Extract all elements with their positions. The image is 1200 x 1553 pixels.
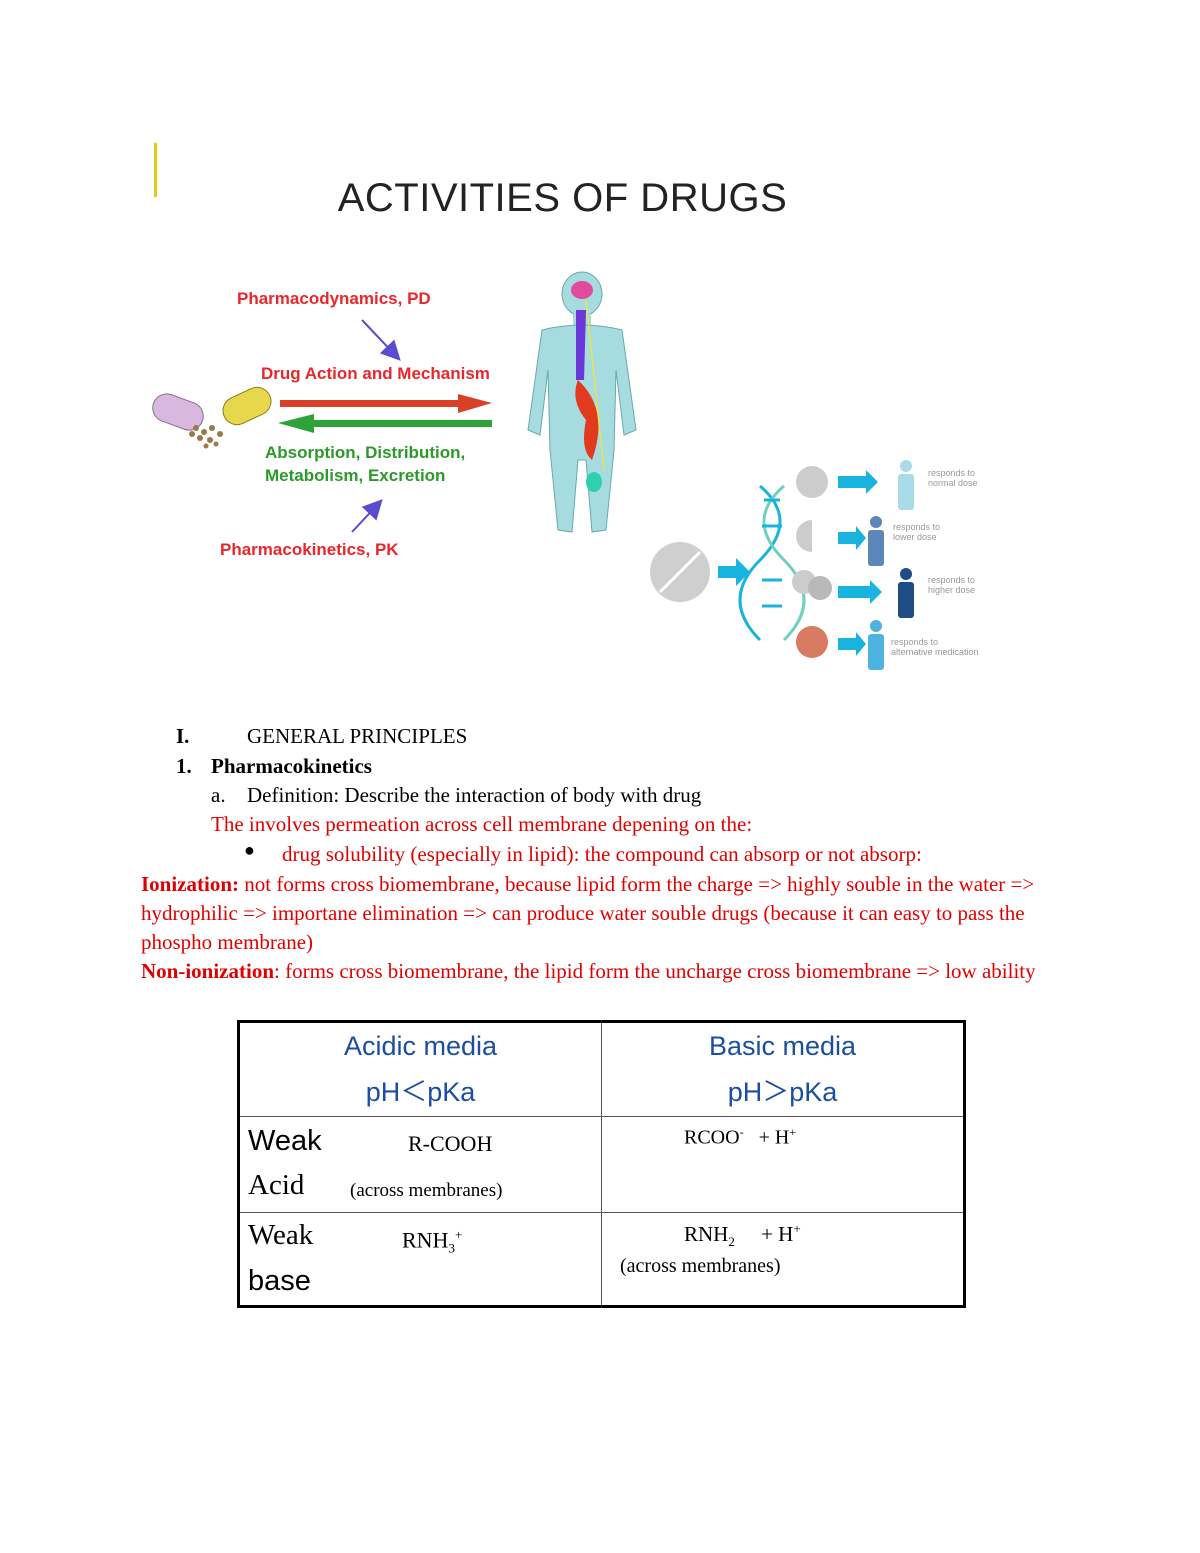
subsection-number: 1. [176, 754, 192, 778]
pd-pointer-arrow [361, 319, 401, 361]
acid-ion-cell: RCOO- + H+ [601, 1116, 965, 1213]
granules-icon [189, 425, 223, 449]
ionization-table: Acidic media pH＜pKa Basic media pH＞pKa W… [237, 1020, 966, 1308]
adme-line2: Metabolism, Excretion [265, 466, 446, 485]
response-row-4 [796, 620, 884, 670]
pill-large-icon [650, 542, 710, 602]
page-title: ACTIVITIES OF DRUGS [337, 176, 788, 220]
basic-media-header: Basic media pH＞pKa [601, 1021, 965, 1117]
section-numeral: I. [176, 724, 190, 748]
base-neutral-cell: RNH2 + H+ (across membranes) [601, 1212, 965, 1307]
acid-ion-formula: RCOO- + H+ [684, 1125, 797, 1149]
pd-label: Pharmacodynamics, PD [237, 289, 431, 308]
table-row-weak-base: Weak base RNH3+ RNH2 + H+ (across membra… [238, 1212, 965, 1307]
pk-pointer-arrow [351, 499, 383, 533]
acid-note: (across membranes) [350, 1180, 503, 1201]
involves-line: The involves permeation across cell memb… [211, 812, 753, 836]
response-row-3 [792, 568, 914, 618]
margin-bar [154, 143, 157, 197]
response-row-2 [796, 516, 884, 566]
bullet-symbol: ● [244, 840, 255, 860]
response-row-1 [796, 460, 914, 510]
bullet-text: drug solubility (especially in lipid): t… [282, 842, 922, 866]
pk-label: Pharmacokinetics, PK [220, 540, 399, 559]
nonionization-text: : forms cross biomembrane, the lipid for… [274, 959, 1036, 983]
ionization-label: Ionization: [141, 872, 240, 896]
weak-base-cell: Weak base RNH3+ [238, 1212, 602, 1307]
nonionization-paragraph: Non-ionization: forms cross biomembrane,… [141, 957, 1061, 986]
acidic-media-header: Acidic media pH＜pKa [238, 1021, 602, 1117]
subsection-title: Pharmacokinetics [211, 754, 372, 778]
base-neutral-formula: RNH2 + H+ [684, 1221, 801, 1250]
section-title: GENERAL PRINCIPLES [247, 724, 468, 748]
weak-acid-label-1: Weak [248, 1125, 322, 1157]
action-label: Drug Action and Mechanism [261, 364, 490, 383]
ionization-paragraph: Ionization: not forms cross biomembrane,… [141, 870, 1061, 957]
base-note: (across membranes) [620, 1255, 781, 1277]
acid-formula: R-COOH [408, 1131, 493, 1156]
weak-base-label-1: Weak [248, 1219, 314, 1251]
to-dna-arrow [718, 558, 750, 586]
table-row-weak-acid: Weak Acid R-COOH (across membranes) RCOO… [238, 1116, 965, 1213]
drug-body-diagram [152, 271, 914, 670]
weak-acid-label-2: Acid [248, 1169, 305, 1201]
human-body-figure [527, 271, 637, 533]
definition-text: Definition: Describe the interaction of … [247, 783, 702, 807]
table-header-row: Acidic media pH＜pKa Basic media pH＞pKa [238, 1021, 965, 1117]
base-formula: RNH3+ [402, 1227, 463, 1256]
weak-acid-cell: Weak Acid R-COOH (across membranes) [238, 1116, 602, 1213]
definition-letter: a. [211, 783, 226, 807]
nonionization-label: Non-ionization [141, 959, 275, 983]
ionization-text: not forms cross biomembrane, because lip… [141, 872, 1035, 954]
dna-helix-icon [738, 484, 806, 642]
adme-line1: Absorption, Distribution, [265, 443, 466, 462]
capsule-pink-icon [152, 393, 204, 431]
weak-base-label-2: base [248, 1265, 311, 1297]
green-arrow-left [278, 414, 492, 433]
red-arrow-right [280, 394, 492, 413]
capsule-yellow-icon [222, 386, 272, 426]
